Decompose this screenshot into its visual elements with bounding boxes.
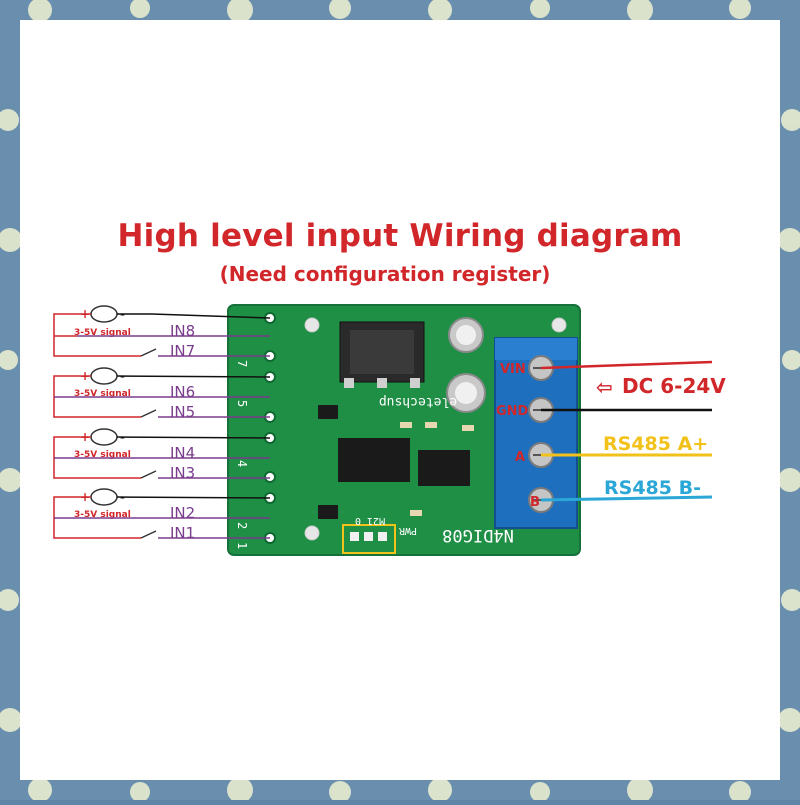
pin-number: 2 bbox=[235, 522, 249, 529]
mount-hole bbox=[304, 525, 320, 541]
jumper-pad bbox=[350, 532, 359, 541]
model-silkscreen: N4DIG08 bbox=[442, 525, 514, 545]
smd-resistor bbox=[425, 422, 437, 428]
pin-pad bbox=[264, 471, 276, 483]
in4-label: IN4 bbox=[170, 444, 195, 462]
signal-source-icon bbox=[90, 305, 118, 323]
capacitor-top bbox=[456, 325, 476, 345]
pin-number: 7 bbox=[235, 360, 249, 367]
rs485-b-wire bbox=[540, 495, 713, 502]
regulator-body bbox=[350, 330, 414, 374]
regulator-pin bbox=[410, 378, 420, 388]
diagram-subtitle: (Need configuration register) bbox=[219, 262, 551, 286]
signal-group-in8-in7: + - 3-5V signal IN8 IN7 bbox=[53, 305, 271, 360]
diagram-title: High level input Wiring diagram bbox=[117, 218, 683, 254]
gnd-terminal-label: GND bbox=[496, 404, 529, 419]
dc-power-label: DC 6-24V bbox=[622, 374, 726, 398]
jumper-pad bbox=[364, 532, 373, 541]
in2-label: IN2 bbox=[170, 504, 195, 522]
rs485-ic-chip bbox=[418, 450, 470, 486]
regulator-pin bbox=[377, 378, 387, 388]
smd-resistor bbox=[410, 510, 422, 516]
vin-terminal-label: VIN bbox=[500, 362, 526, 377]
arrow-left-icon: ⇦ bbox=[596, 375, 613, 399]
in5-label: IN5 bbox=[170, 403, 195, 421]
signal-group-in6-in5: + - 3-5V signal IN6 IN5 bbox=[53, 367, 271, 421]
signal-source-icon bbox=[90, 428, 118, 446]
in8-label: IN8 bbox=[170, 322, 195, 340]
signal-label: 3-5V signal bbox=[74, 510, 131, 520]
in6-label: IN6 bbox=[170, 383, 195, 401]
pwr-silkscreen: PWR bbox=[398, 525, 417, 536]
brand-silkscreen: eletechsup bbox=[379, 394, 457, 409]
pin-number: 4 bbox=[235, 460, 249, 467]
pin-number: 1 bbox=[235, 542, 249, 549]
regulator-pin bbox=[344, 378, 354, 388]
signal-group-in2-in1: + - 3-5V signal IN2 IN1 bbox=[53, 488, 271, 542]
jumper-silkscreen: M21 0 bbox=[355, 515, 385, 526]
signal-source-icon bbox=[90, 488, 118, 506]
pin-number: 5 bbox=[235, 400, 249, 407]
a-terminal-label: A bbox=[515, 450, 525, 465]
signal-label: 3-5V signal bbox=[74, 389, 131, 399]
rs485-b-label: RS485 B- bbox=[604, 477, 701, 499]
small-ic bbox=[318, 405, 338, 419]
smd-resistor bbox=[400, 422, 412, 428]
in1-label: IN1 bbox=[170, 524, 195, 542]
pcb-board: eletechsup N4DIG08 M21 0 PWR bbox=[227, 304, 581, 556]
in7-label: IN7 bbox=[170, 342, 195, 360]
jumper-area bbox=[342, 524, 396, 554]
in3-label: IN3 bbox=[170, 464, 195, 482]
rs485-a-label: RS485 A+ bbox=[603, 433, 708, 455]
signal-label: 3-5V signal bbox=[74, 328, 131, 338]
main-ic-chip bbox=[338, 438, 410, 482]
capacitor-top bbox=[455, 382, 477, 404]
signal-source-icon bbox=[90, 367, 118, 385]
signal-group-in4-in3: + - 3-5V signal IN4 IN3 bbox=[53, 428, 271, 482]
vin-wire bbox=[540, 360, 713, 370]
signal-label: 3-5V signal bbox=[74, 450, 131, 460]
small-ic bbox=[318, 505, 338, 519]
mount-hole bbox=[551, 317, 567, 333]
jumper-pad bbox=[378, 532, 387, 541]
smd-resistor bbox=[462, 425, 474, 431]
mount-hole bbox=[304, 317, 320, 333]
b-terminal-label: B bbox=[530, 495, 540, 510]
